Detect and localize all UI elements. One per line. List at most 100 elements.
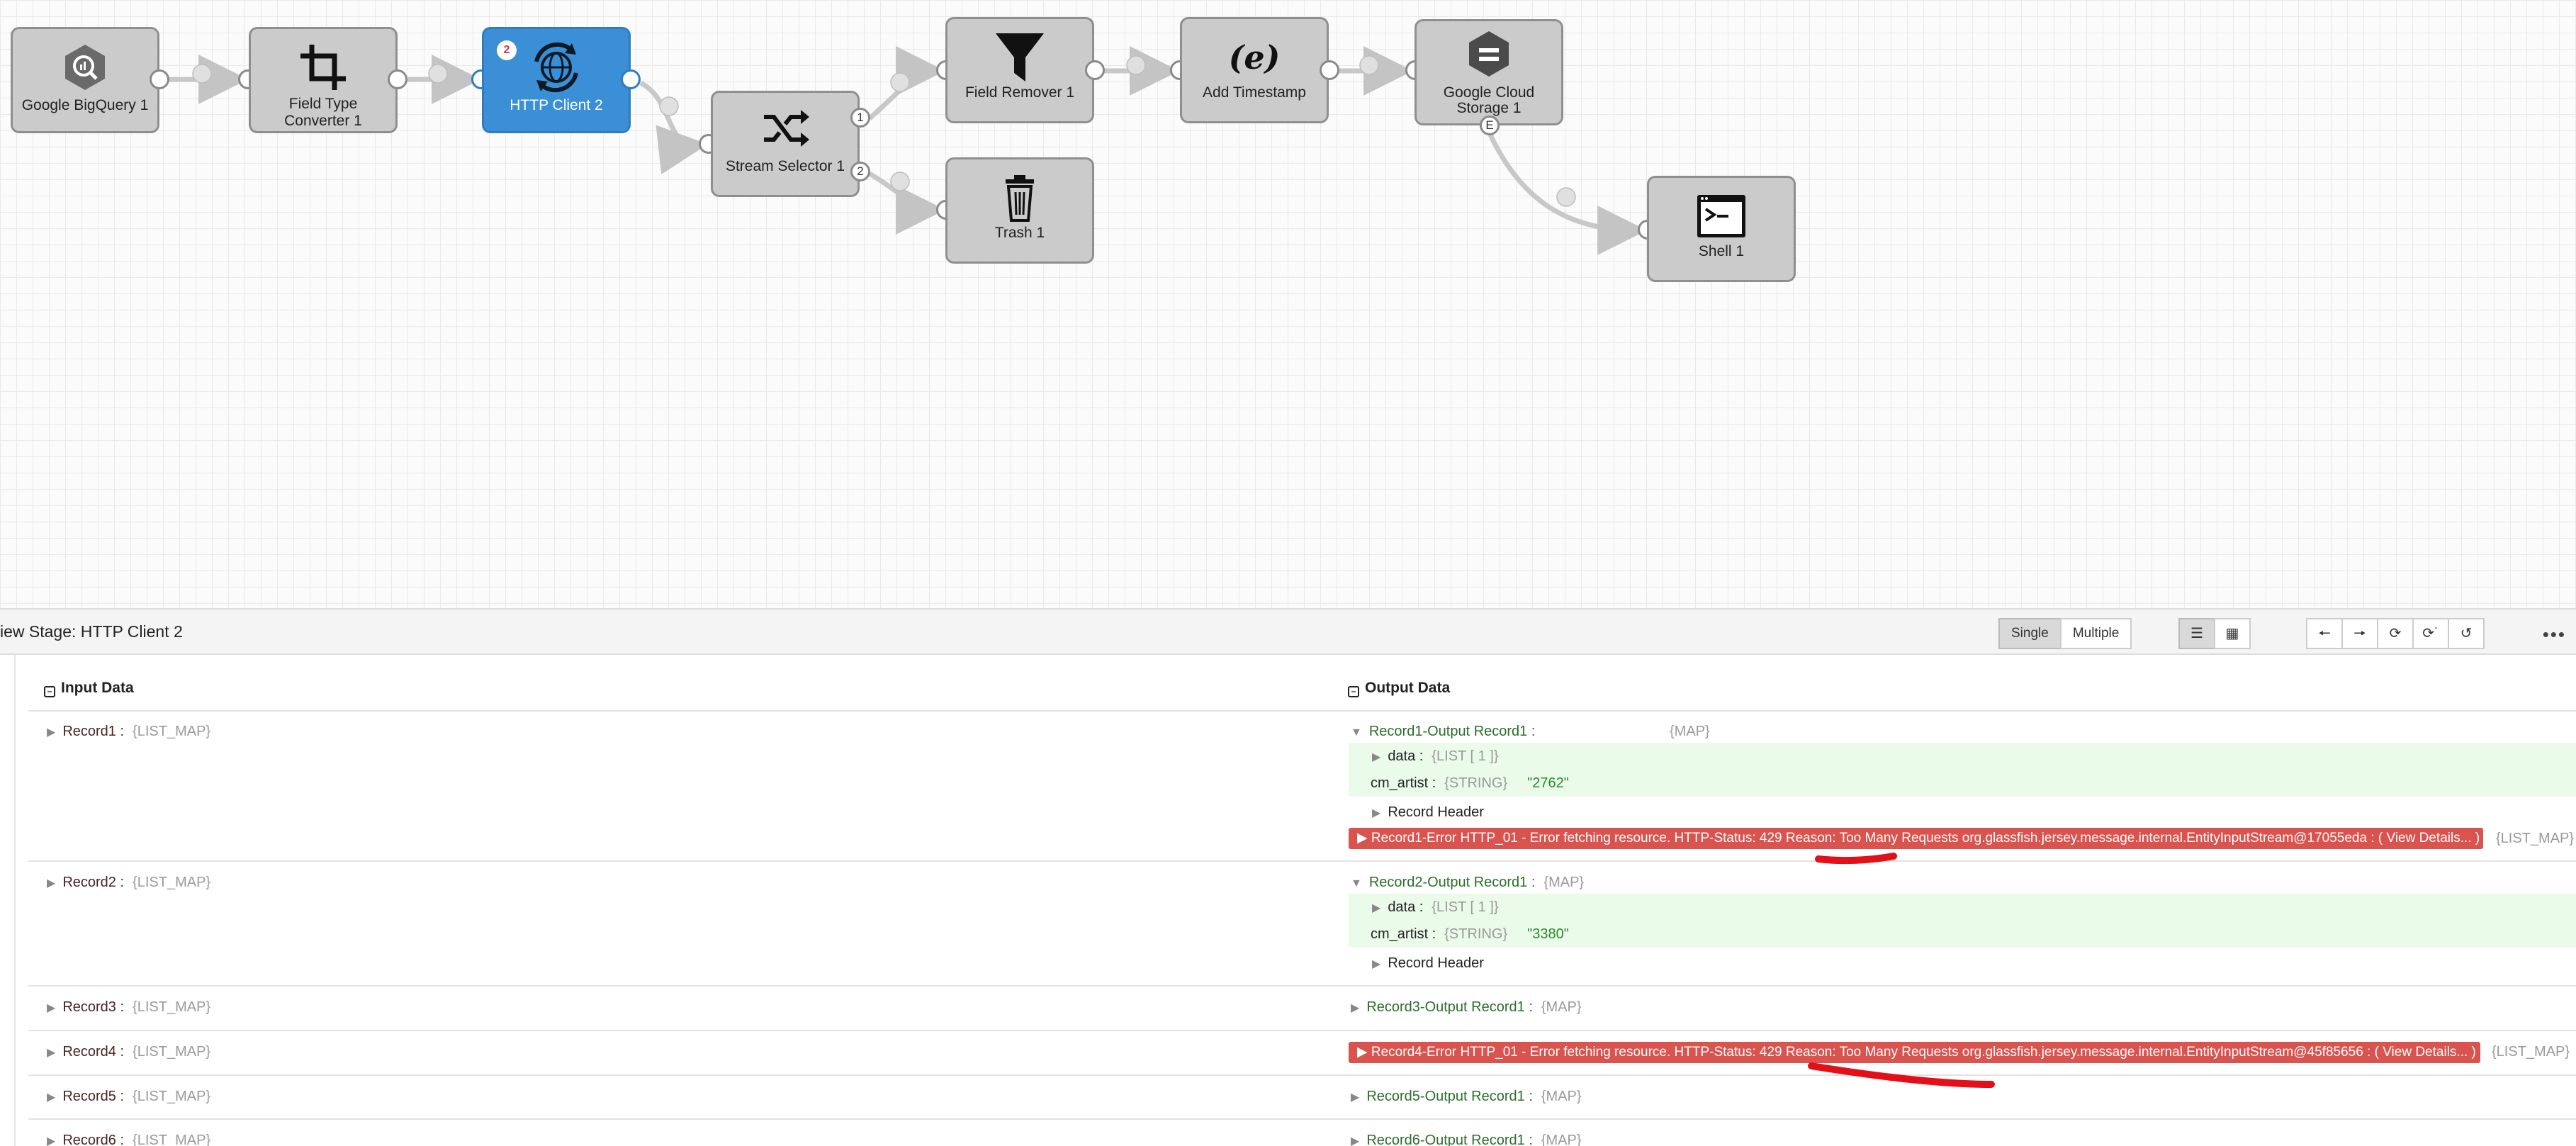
event-port[interactable]: E (1480, 116, 1500, 135)
expand-icon: ▶ (47, 1047, 56, 1059)
trash-icon (1006, 175, 1034, 222)
field-row-highlight (1349, 894, 2576, 921)
input-record-6[interactable]: ▶Record6 :{LIST_MAP} (47, 1133, 211, 1146)
output-record-5[interactable]: ▶Record5-Output Record1 :{MAP} (1351, 1089, 1582, 1104)
output-port-1[interactable]: 1 (850, 108, 870, 128)
arrow-right-icon: 🠖 (2353, 626, 2366, 641)
link-http-selector (639, 80, 708, 174)
record-divider (28, 1030, 2576, 1031)
node-field-type-converter[interactable]: Field Type Converter 1 (249, 27, 398, 133)
input-record-4[interactable]: ▶Record4 :{LIST_MAP} (47, 1044, 211, 1060)
terminal-icon (1697, 195, 1745, 237)
input-record-3[interactable]: ▶Record3 :{LIST_MAP} (47, 999, 211, 1015)
revert-button[interactable]: ↺ (2448, 618, 2485, 649)
node-trash[interactable]: Trash 1 (945, 157, 1094, 264)
node-label: Field Type Converter 1 (284, 96, 362, 129)
expand-icon: ▶ (1351, 1091, 1360, 1103)
link-data-icon (1359, 55, 1379, 75)
node-label: Google BigQuery 1 (21, 97, 149, 113)
expand-icon: ▶ (1357, 1045, 1371, 1060)
previous-stage-button[interactable]: 🠔 (2306, 618, 2343, 649)
output-port-2[interactable]: 2 (850, 162, 870, 181)
output-port[interactable] (621, 69, 641, 89)
collapse-icon: ▼ (1351, 726, 1362, 738)
run-with-changes-button[interactable]: ⟳˙ (2412, 618, 2449, 649)
error-record-type: {LIST_MAP} (2496, 831, 2575, 846)
expression-icon: (e) (1229, 38, 1281, 77)
node-label: Stream Selector 1 (725, 158, 845, 174)
expand-icon: ▶ (47, 877, 56, 889)
node-add-timestamp[interactable]: (e) Add Timestamp (1180, 17, 1329, 123)
link-data-icon (1556, 187, 1576, 207)
refresh-button[interactable]: ⟳ (2377, 618, 2414, 649)
link-data-icon (1126, 55, 1146, 75)
expand-icon: ▶ (1372, 902, 1381, 914)
link-gcs-shell (1487, 133, 1647, 255)
input-data-header[interactable]: –Input Data (44, 680, 134, 697)
record-header-toggle[interactable]: ▶Record Header (1372, 804, 1484, 820)
error-record-type: {LIST_MAP} (2492, 1044, 2570, 1060)
link-data-icon (192, 64, 212, 84)
expand-icon: ▶ (1351, 1002, 1360, 1014)
node-shell[interactable]: Shell 1 (1647, 176, 1796, 282)
pipeline-links (169, 46, 1647, 255)
node-google-cloud-storage[interactable]: Google Cloud Storage 1 (1414, 19, 1563, 125)
shuffle-icon (764, 110, 809, 147)
mode-toggle: Single Multiple (1998, 618, 2132, 649)
output-record-6[interactable]: ▶Record6-Output Record1 :{MAP} (1351, 1133, 1582, 1146)
svg-text:(e): (e) (1229, 38, 1281, 77)
table-view-button[interactable]: ▦ (2214, 618, 2251, 649)
error-record-1[interactable]: ▶ Record1-Error HTTP_01 - Error fetching… (1349, 828, 2483, 849)
link-data-icon (890, 72, 910, 92)
refresh-dropdown-icon: ⟳˙ (2422, 626, 2439, 641)
output-port[interactable] (388, 69, 407, 89)
output-data-header[interactable]: –Output Data (1348, 680, 1450, 697)
input-record-1[interactable]: ▶Record1 :{LIST_MAP} (47, 724, 211, 739)
field-cm-artist: cm_artist :{STRING}"3380" (1371, 926, 1569, 942)
record-divider (28, 985, 2576, 987)
node-http-client[interactable]: 2 HTTP Client 2 (482, 27, 631, 133)
record-divider (28, 1074, 2576, 1076)
output-record-1[interactable]: ▼Record1-Output Record1 : (1351, 724, 1536, 739)
output-record-2[interactable]: ▼Record2-Output Record1 :{MAP} (1351, 875, 1585, 890)
node-google-bigquery[interactable]: Google BigQuery 1 (11, 27, 159, 133)
expand-icon: ▶ (47, 726, 56, 738)
node-label: Google Cloud Storage 1 (1443, 84, 1535, 116)
single-button[interactable]: Single (1998, 618, 2062, 649)
pipeline-canvas[interactable]: Google BigQuery 1 Field Type Converter 1… (0, 0, 2576, 608)
output-port[interactable] (150, 69, 169, 89)
expand-icon: ▶ (47, 1135, 56, 1146)
record-header-toggle[interactable]: ▶Record Header (1372, 955, 1484, 971)
output-record-type: {MAP} (1670, 724, 1710, 739)
refresh-icon: ⟳ (2389, 626, 2402, 641)
field-row-highlight (1349, 770, 2576, 797)
more-options-icon[interactable]: ••• (2542, 624, 2566, 645)
cloud-storage-icon (1469, 31, 1509, 77)
output-port[interactable] (1320, 60, 1339, 80)
stage-title: iew Stage: HTTP Client 2 (0, 622, 183, 641)
panel-left-rule (14, 655, 16, 1146)
output-port[interactable] (1085, 60, 1105, 80)
field-data[interactable]: ▶data :{LIST [ 1 ]} (1372, 899, 1499, 915)
record-divider (28, 860, 2576, 862)
link-data-icon (890, 172, 910, 191)
error-record-4[interactable]: ▶ Record4-Error HTTP_01 - Error fetching… (1349, 1042, 2480, 1063)
link-selector-trash (868, 171, 945, 235)
expand-icon: ▶ (47, 1091, 56, 1103)
node-stream-selector[interactable]: Stream Selector 1 (711, 91, 860, 197)
expand-icon: ▶ (1357, 831, 1371, 846)
field-data[interactable]: ▶data :{LIST [ 1 ]} (1372, 748, 1499, 764)
input-record-2[interactable]: ▶Record2 :{LIST_MAP} (47, 875, 211, 890)
red-underline-mark (1815, 853, 1897, 865)
list-view-button[interactable]: ☰ (2178, 618, 2215, 649)
preview-stage-bar: iew Stage: HTTP Client 2 Single Multiple… (0, 608, 2576, 655)
output-record-3[interactable]: ▶Record3-Output Record1 :{MAP} (1351, 999, 1582, 1015)
expand-icon: ▶ (1351, 1135, 1360, 1146)
collapse-icon: ▼ (1351, 877, 1362, 889)
field-row-highlight (1349, 921, 2576, 948)
next-stage-button[interactable]: 🠖 (2341, 618, 2378, 649)
input-record-5[interactable]: ▶Record5 :{LIST_MAP} (47, 1089, 211, 1104)
node-field-remover[interactable]: Field Remover 1 (945, 17, 1094, 123)
multiple-button[interactable]: Multiple (2059, 618, 2132, 649)
node-label: Add Timestamp (1203, 84, 1306, 101)
